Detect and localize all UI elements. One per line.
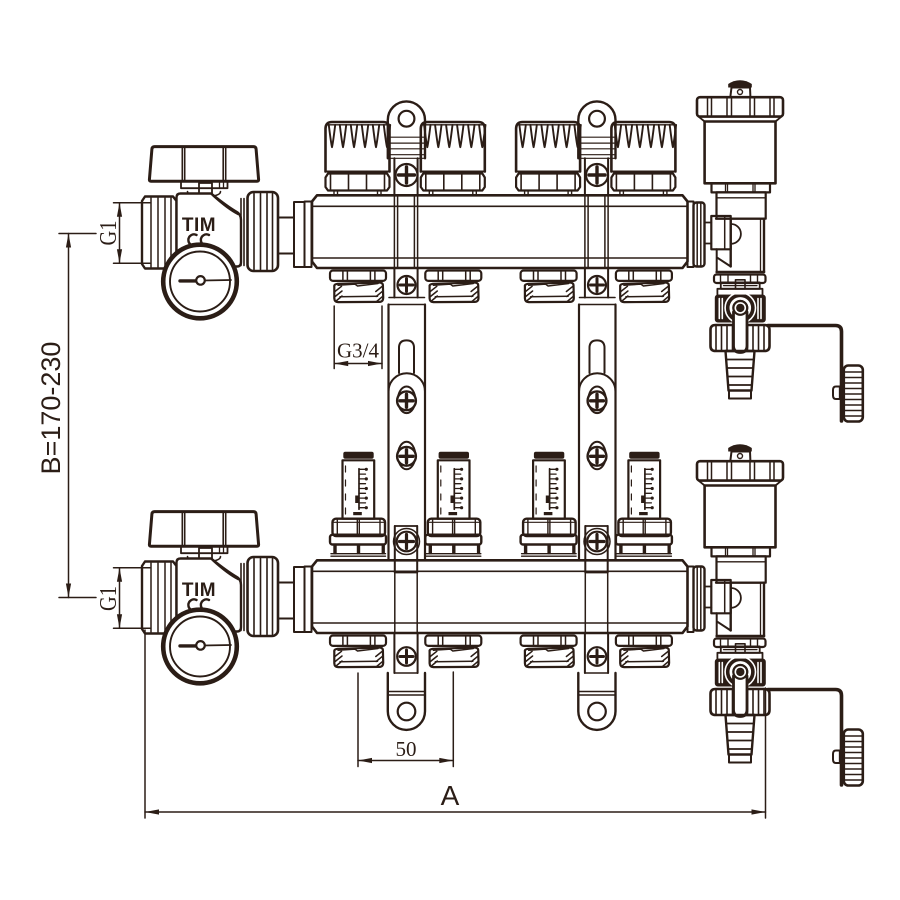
svg-text:B=170-230: B=170-230	[36, 342, 66, 475]
svg-text:G3/4: G3/4	[337, 339, 380, 363]
svg-text:A: A	[441, 780, 460, 811]
svg-text:50: 50	[396, 737, 417, 761]
svg-text:G1: G1	[94, 221, 121, 246]
svg-text:G1: G1	[94, 586, 121, 611]
